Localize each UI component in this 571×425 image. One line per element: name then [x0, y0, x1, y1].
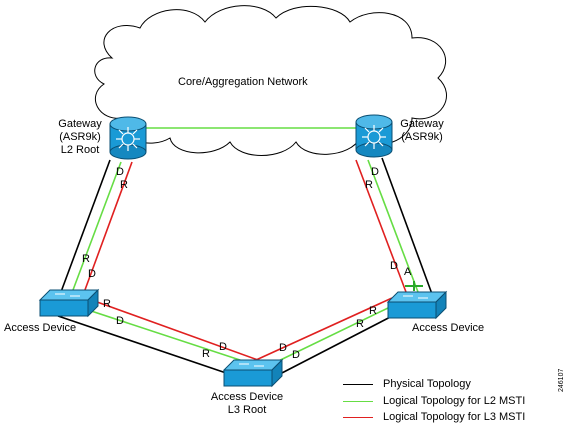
- gateway-right-label-line2: (ASR9k): [401, 131, 443, 143]
- port-label-acc-right-left-red: R: [369, 305, 377, 317]
- port-label-acc-bottom-left-green: R: [202, 348, 210, 360]
- figure-id: 246107: [558, 368, 565, 392]
- port-label-acc-bottom-right-green: D: [292, 349, 300, 361]
- legend-swatch-l3-msti: [343, 416, 373, 418]
- access-bottom-label: Access Device L3 Root: [202, 391, 292, 417]
- legend-item-physical: Physical Topology: [343, 377, 471, 391]
- port-label-gw-right-red: R: [365, 179, 373, 191]
- gateway-right-label: Gateway (ASR9k): [392, 118, 452, 144]
- gateway-left-label: Gateway (ASR9k) L2 Root: [50, 118, 110, 157]
- l3-msti-links: [81, 159, 407, 361]
- gateway-left-router: [109, 116, 147, 160]
- link-acc-left-acc-bottom: [57, 315, 233, 376]
- gateway-right-router: [355, 114, 393, 158]
- access-right-label: Access Device: [412, 322, 485, 334]
- port-label-gw-left-green: D: [116, 166, 124, 178]
- port-label-acc-bottom-right-red: D: [279, 342, 287, 354]
- access-left-switch: [38, 288, 100, 318]
- legend-swatch-l2-msti: [343, 400, 373, 402]
- port-label-acc-right-left-green: R: [356, 318, 364, 330]
- port-label-acc-right-top-red: D: [390, 260, 398, 272]
- access-bottom-label-line1: Access Device: [210, 391, 284, 403]
- port-label-gw-right-green: D: [371, 166, 379, 178]
- access-right-switch: [386, 290, 448, 320]
- legend-label-l3-msti: Logical Topology for L3 MSTI: [383, 411, 526, 423]
- port-label-gw-left-red: R: [120, 179, 128, 191]
- gateway-left-label-line1: Gateway: [58, 118, 102, 130]
- blocked-port-marker: [405, 281, 423, 291]
- port-label-acc-left-right-green: D: [116, 315, 124, 327]
- access-bottom-switch: [222, 358, 284, 388]
- access-bottom-label-line2: L3 Root: [227, 404, 267, 416]
- cloud-label: Core/Aggregation Network: [178, 76, 308, 88]
- l2-msti-links: [69, 159, 419, 367]
- port-label-acc-left-top-green: R: [82, 253, 90, 265]
- legend-swatch-physical: [343, 383, 373, 385]
- gateway-right-label-line1: Gateway: [400, 118, 444, 130]
- gateway-left-label-line3: L2 Root: [60, 144, 100, 156]
- port-label-acc-right-top-green: A: [404, 266, 412, 278]
- legend-item-l3-msti: Logical Topology for L3 MSTI: [343, 410, 525, 424]
- legend-item-l2-msti: Logical Topology for L2 MSTI: [343, 394, 525, 408]
- port-label-acc-left-right-red: R: [103, 298, 111, 310]
- legend-label-l2-msti: Logical Topology for L2 MSTI: [383, 395, 526, 407]
- port-label-acc-left-top-red: D: [88, 268, 96, 280]
- link-gw-right-acc-right: [381, 157, 433, 295]
- gateway-left-label-line2: (ASR9k): [59, 131, 101, 143]
- access-left-label: Access Device: [4, 322, 77, 334]
- link-gw-left-acc-left: [57, 159, 111, 301]
- physical-links: [57, 157, 433, 376]
- legend-label-physical: Physical Topology: [383, 378, 471, 390]
- link-acc-bottom-acc-right: [277, 311, 401, 376]
- port-label-acc-bottom-left-red: D: [219, 341, 227, 353]
